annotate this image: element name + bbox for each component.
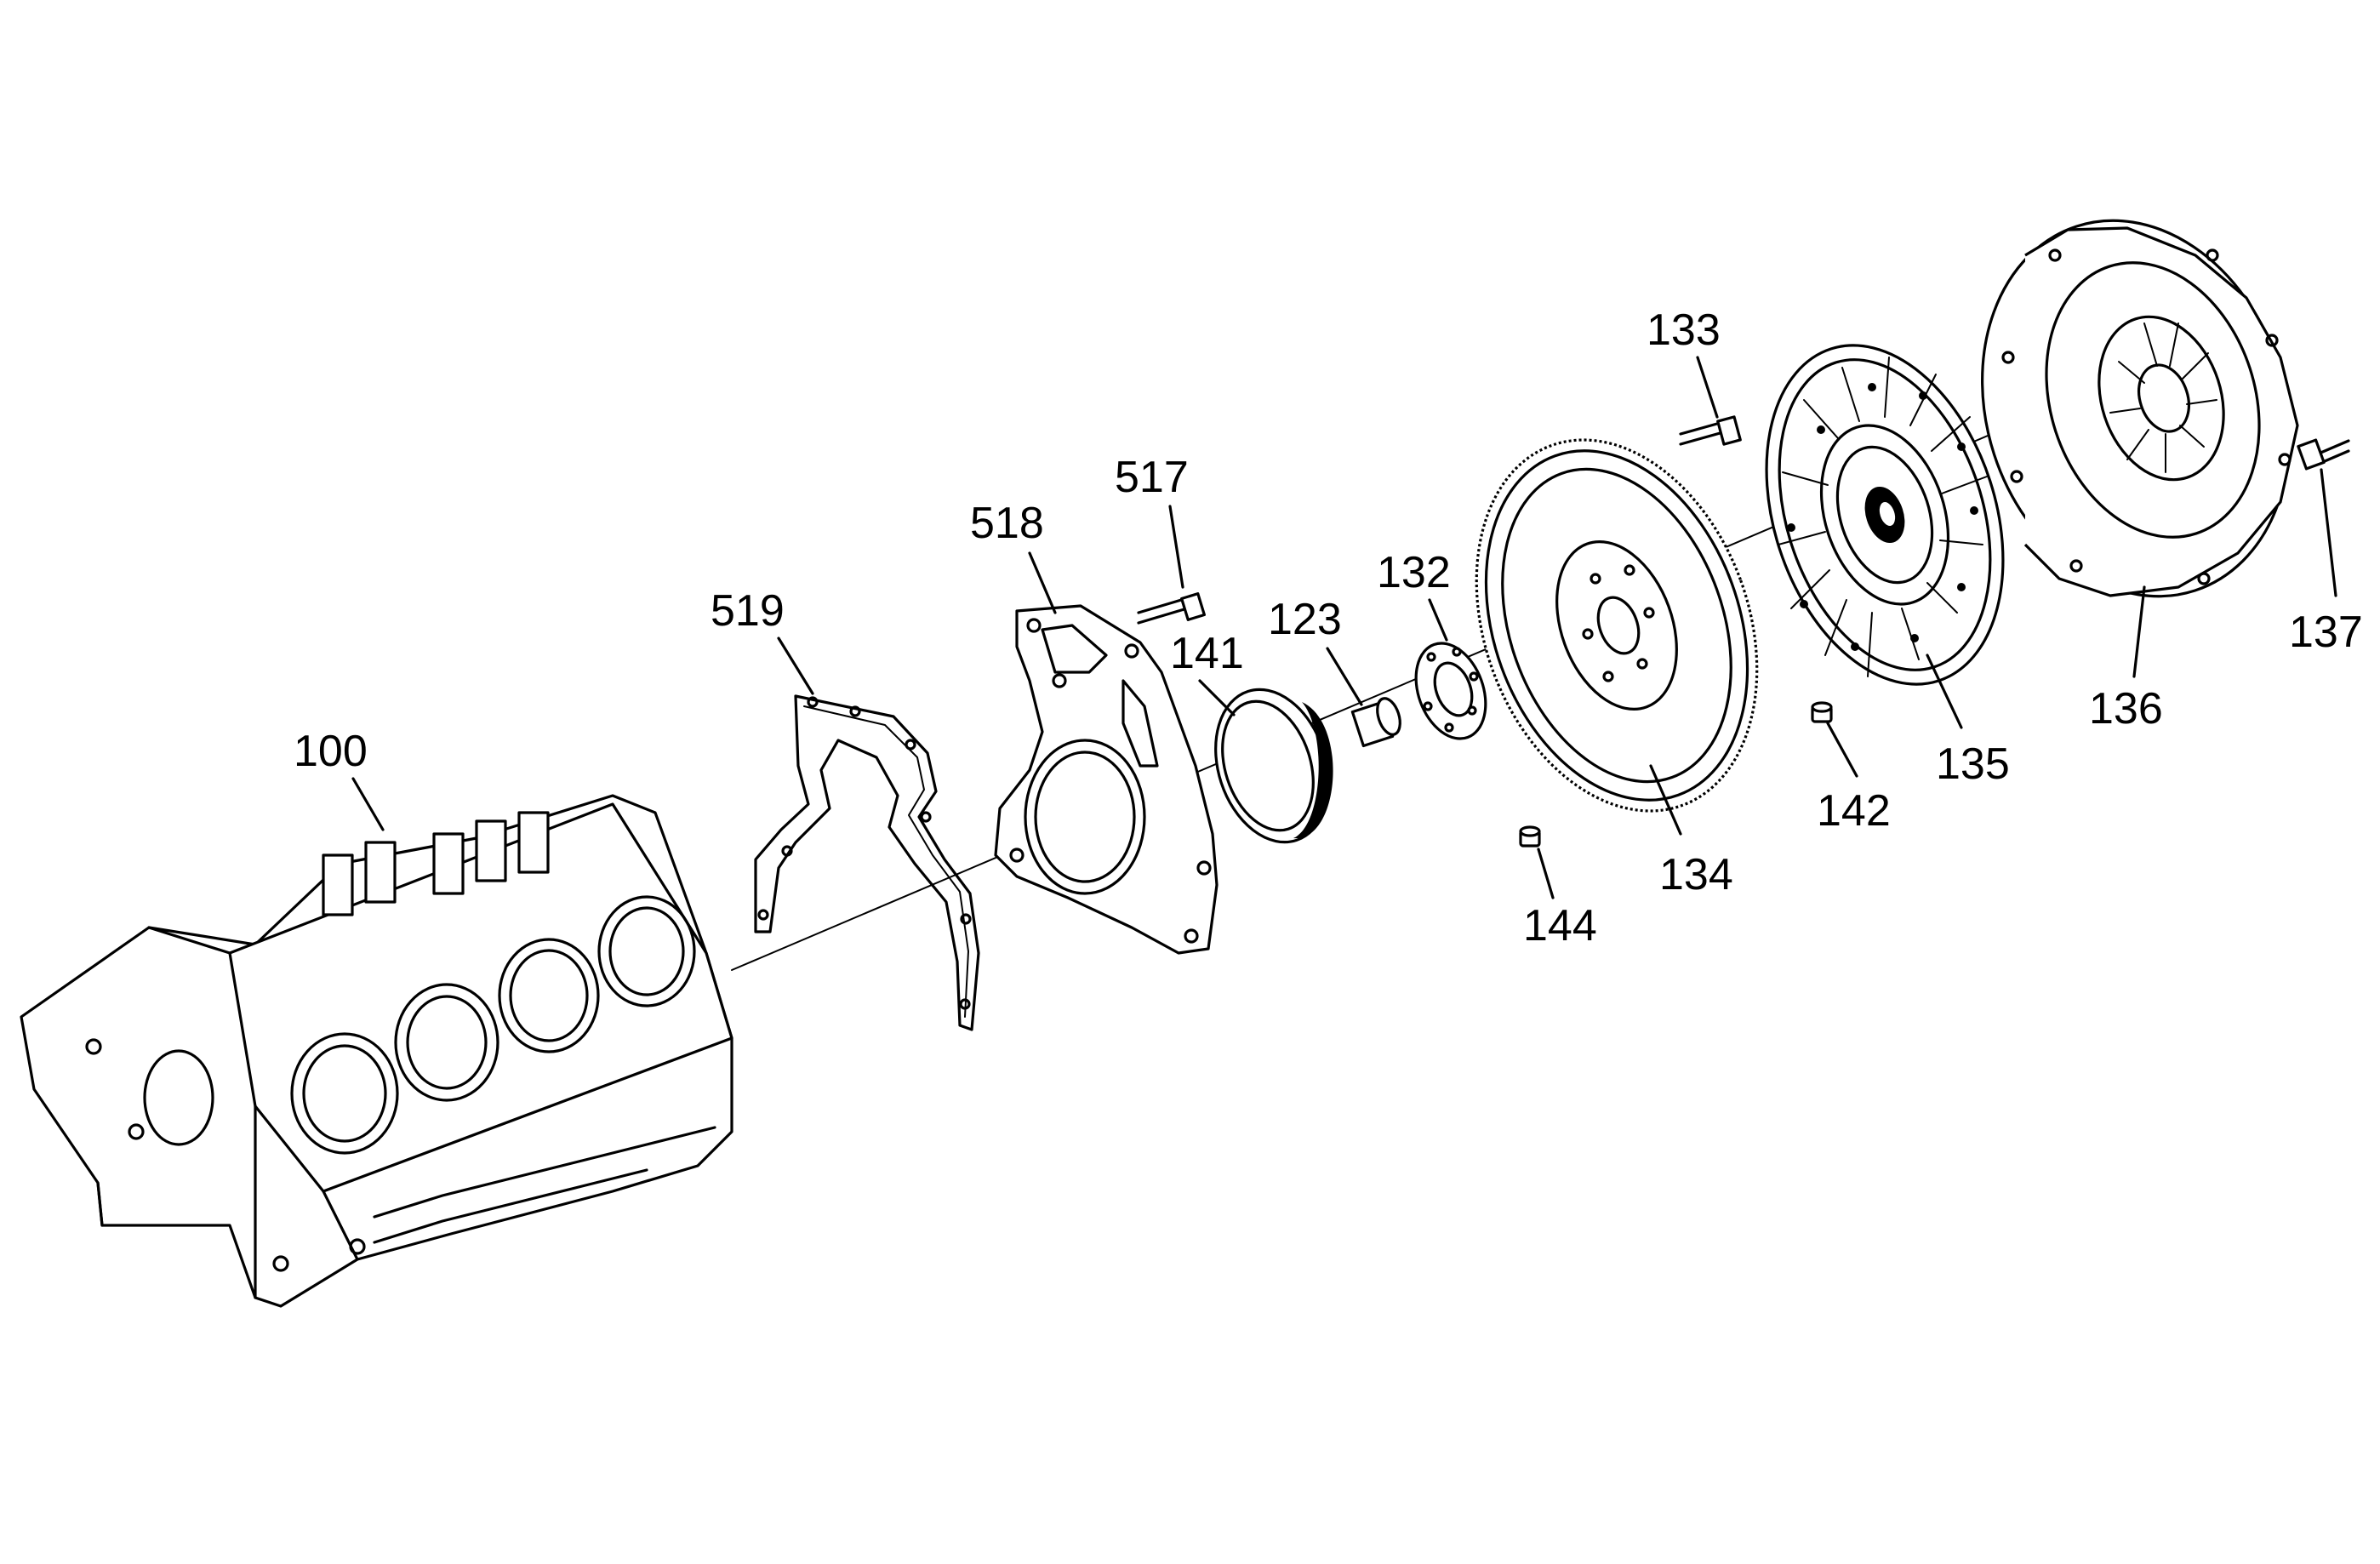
callout-144: 144 [1523, 901, 1597, 950]
bolt-133 [1679, 415, 1742, 446]
callout-134: 134 [1659, 850, 1733, 899]
leader-lines [351, 356, 2337, 899]
callout-labels: 100 519 518 517 141 123 132 133 134 144 … [294, 305, 2363, 950]
callout-517: 517 [1115, 453, 1189, 502]
rear-main-seal [1214, 688, 1333, 844]
dowel-142 [1811, 701, 1833, 723]
bolt-517 [1137, 592, 1206, 625]
callout-136: 136 [2089, 684, 2163, 733]
callout-142: 142 [1817, 786, 1891, 836]
callout-141: 141 [1170, 629, 1244, 678]
dowel-144 [1519, 825, 1541, 848]
rear-cover-gasket [754, 694, 980, 1031]
bolt-137 [2297, 438, 2350, 471]
callout-123: 123 [1268, 595, 1342, 644]
callout-519: 519 [711, 586, 785, 636]
flywheel [1475, 438, 1759, 813]
reinforcement-ring [1414, 642, 1487, 740]
pressure-plate [1981, 219, 2299, 598]
callout-100: 100 [294, 727, 368, 776]
callout-518: 518 [970, 499, 1044, 548]
clutch-disc [1765, 344, 2005, 686]
rear-cover [994, 604, 1219, 955]
callout-135: 135 [1936, 739, 2010, 789]
callout-137: 137 [2289, 608, 2363, 657]
callout-132: 132 [1377, 548, 1451, 597]
engine-block [20, 794, 733, 1308]
callout-133: 133 [1647, 305, 1721, 355]
spacer-123 [1350, 697, 1401, 748]
